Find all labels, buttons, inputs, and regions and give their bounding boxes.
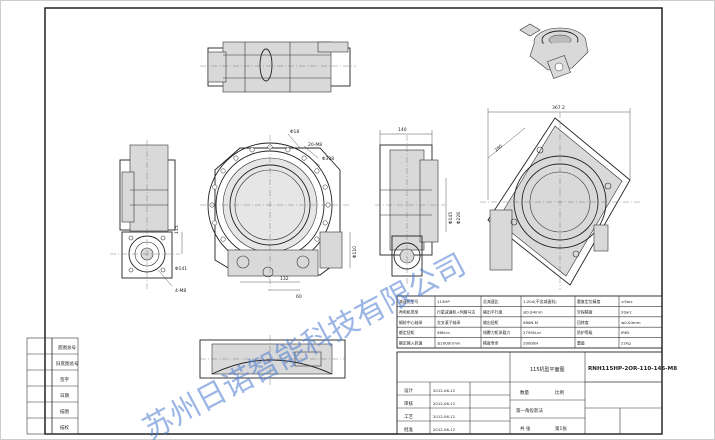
strip-label-6: 描校 — [60, 424, 69, 431]
spec-cell: IP65 — [621, 330, 630, 335]
left-side-view: 115 Φ141 4-M8 — [110, 140, 187, 294]
dim-b2: 60 — [296, 294, 302, 300]
spec-cell: 防护等级 — [577, 330, 593, 335]
bolt-hole — [212, 220, 218, 226]
drawing-frame — [44, 7, 663, 435]
spec-cell: 回转度 — [577, 320, 589, 325]
spec-cell: ±5arc — [621, 299, 633, 304]
dim-b1: 132 — [280, 276, 289, 282]
spec-cell: 蜗轮中心轴承 — [399, 320, 422, 325]
bolt-hole — [314, 236, 320, 242]
dim-center-height: 115 — [174, 225, 180, 234]
spec-table: 减速机型号 115HP 总减速比 1:204(不含减速机) 重复定位精度 ±5arc 再电机… — [396, 295, 663, 349]
spec-cell: 总减速比 — [483, 299, 499, 304]
bottom-view — [199, 335, 346, 385]
spec-cell: 20arc — [621, 309, 632, 314]
spec-cell: 行星减速机+伺服马达 — [437, 309, 475, 314]
signoff-date-2: 2012-06-12 — [433, 401, 456, 406]
dim-r1: Φ110 — [352, 246, 358, 258]
spec-cell: 重复定位精度 — [577, 299, 600, 304]
spec-cell: 交叉滚子轴承 — [437, 320, 460, 325]
bolt-hole — [301, 155, 307, 161]
spec-cell: 98N.m — [437, 330, 450, 335]
dim-side-width: 140 — [398, 127, 407, 133]
spec-cell: 输出平行度 — [483, 309, 503, 314]
top-view — [200, 41, 356, 93]
spec-cell: 减速机型号 — [399, 299, 419, 304]
bolt-hole — [220, 168, 226, 174]
rear-view: 367.2 280 — [480, 105, 640, 290]
spec-cell: 额定扭矩 — [399, 330, 415, 335]
title-block: RNH115HP-2OR-110-145-M8 115机型平面图 设计 审核 工… — [396, 351, 677, 435]
strip-label-3: 签字 — [60, 376, 69, 383]
bolt-hole — [285, 147, 291, 153]
iso-view — [519, 23, 589, 79]
dim-bore: Φ18 — [290, 129, 299, 135]
right-side-view: 140 Φ145 Φ226 — [375, 127, 462, 285]
dim-top-width: 367.2 — [552, 105, 565, 111]
bolt-hole — [220, 236, 226, 242]
dim-holes: 20-M8 — [308, 142, 322, 148]
spec-cell: 倾覆力矩承载力 — [483, 330, 510, 335]
spec-cell: ≤0.04mm — [621, 320, 641, 325]
spec-cell: 输出扭矩 — [483, 320, 499, 325]
dim-corner: 280 — [493, 143, 504, 153]
spec-cell: 空程精度 — [577, 309, 593, 314]
spec-cell: 精度寿命 — [483, 341, 499, 346]
dim-offset: Φ141 — [175, 266, 187, 272]
spec-cell: 22kg — [621, 341, 631, 346]
bolt-hole — [322, 220, 328, 226]
front-view: Φ18 20-M8 Φ338 132 60 Φ110 — [200, 129, 358, 300]
strip-label-4: 日期 — [60, 393, 69, 399]
cell-projection: 第一角投影法 — [516, 407, 543, 414]
dim-pcd: Φ338 — [322, 156, 334, 162]
left-revision-strip: 底图总号 旧底图总号 签字 日期 描图 描校 — [26, 337, 79, 435]
spec-cell: 1:204(不含减速机) — [523, 299, 557, 304]
bolt-hole — [314, 168, 320, 174]
strip-label-1: 底图总号 — [58, 344, 76, 351]
signoff-date-3: 2012-06-12 — [433, 414, 456, 419]
spec-cell: 20000H — [523, 341, 538, 346]
signoff-label-2: 审核 — [404, 400, 413, 407]
bolt-hole — [233, 155, 239, 161]
spec-cell: 115HP — [437, 299, 450, 304]
part-caption: 115机型平面图 — [530, 366, 565, 373]
strip-label-2: 旧底图总号 — [56, 360, 79, 367]
cell-scale: 比例 — [555, 389, 564, 396]
signoff-date-1: 2012-06-12 — [433, 388, 456, 393]
spec-cell: 980N.M — [523, 320, 538, 325]
spec-cell: 额定输入转速 — [399, 341, 422, 346]
signoff-label-1: 设计 — [404, 387, 413, 394]
drawing-title: RNH115HP-2OR-110-145-M8 — [588, 366, 677, 372]
signoff-date-4: 2012-06-12 — [433, 427, 456, 432]
cell-sheets-total: 共 张 — [520, 425, 531, 432]
signoff-label-4: 批准 — [404, 426, 413, 433]
cell-sheet-no: 第1张 — [555, 425, 567, 432]
strip-label-5: 描图 — [60, 408, 69, 415]
cell-quantity: 数量 — [520, 389, 529, 396]
spec-cell: ≤0.04mm — [523, 309, 543, 314]
dim-r2: Φ145 — [448, 212, 454, 224]
bolt-hole — [212, 184, 218, 190]
bolt-hole — [322, 184, 328, 190]
dim-r3: Φ226 — [456, 212, 462, 224]
dim-small-bore: 4-M8 — [175, 288, 186, 294]
spec-cell: 2795N.m — [523, 330, 541, 335]
signoff-label-3: 工艺 — [404, 414, 413, 420]
bolt-hole — [249, 147, 255, 153]
spec-cell: ≤2000r/min — [437, 341, 461, 346]
spec-cell: 再电机类型 — [399, 309, 419, 314]
spec-cell: 重量 — [577, 341, 585, 346]
